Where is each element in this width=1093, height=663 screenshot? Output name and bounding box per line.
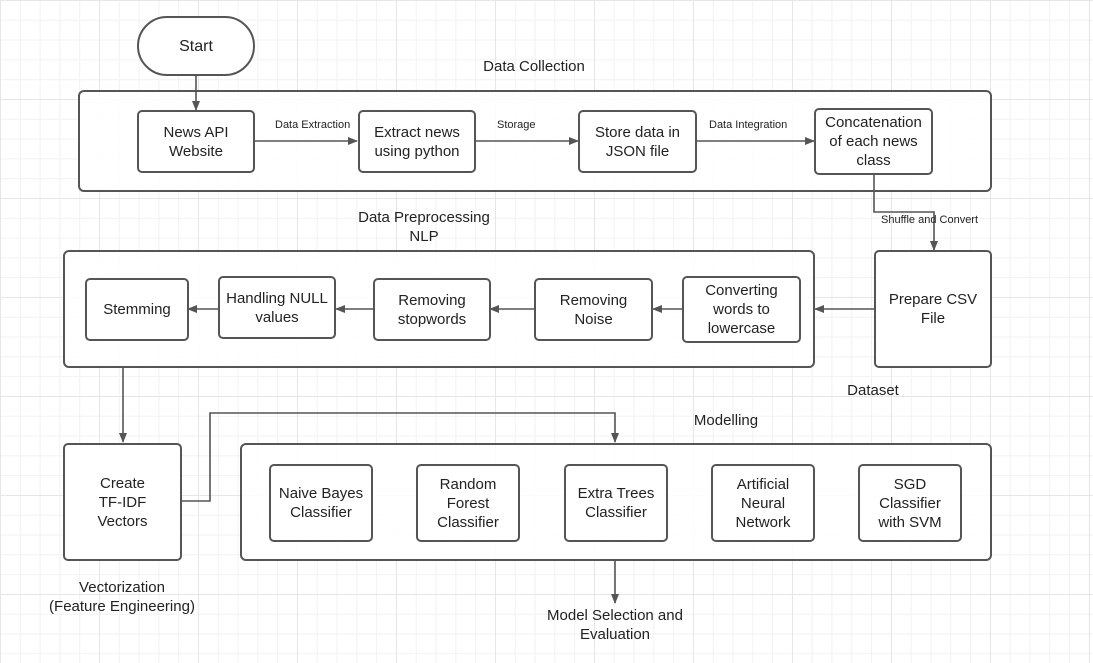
dataset-label: Dataset (847, 382, 899, 399)
extra-trees-node: Extra Trees Classifier (564, 464, 668, 542)
preprocessing-label: Data Preprocessing NLP (358, 209, 490, 245)
prepare-csv-node: Prepare CSV File (874, 250, 992, 368)
sgd-svm-node: SGD Classifier with SVM (858, 464, 962, 542)
store-json-node: Store data in JSON file (578, 110, 697, 173)
tfidf-vectors-node: Create TF-IDF Vectors (63, 443, 182, 561)
data-collection-label: Data Collection (483, 58, 585, 75)
news-api-website-node: News API Website (137, 110, 255, 173)
model-selection-label: Model Selection and Evaluation (547, 607, 683, 643)
data-integration-edge-label: Data Integration (709, 119, 788, 131)
vectorization-label: Vectorization (Feature Engineering) (49, 579, 195, 615)
shuffle-convert-edge-label: Shuffle and Convert (881, 214, 979, 226)
storage-edge-label: Storage (497, 119, 536, 131)
extract-news-node: Extract news using python (358, 110, 476, 173)
handling-null-node: Handling NULL values (218, 276, 336, 339)
data-extraction-edge-label: Data Extraction (275, 119, 351, 131)
removing-stopwords-node: Removing stopwords (373, 278, 491, 341)
stemming-node: Stemming (85, 278, 189, 341)
start-node: Start (137, 16, 255, 76)
removing-noise-node: Removing Noise (534, 278, 653, 341)
ann-node: Artificial Neural Network (711, 464, 815, 542)
random-forest-node: Random Forest Classifier (416, 464, 520, 542)
naive-bayes-node: Naive Bayes Classifier (269, 464, 373, 542)
modelling-label: Modelling (693, 412, 759, 429)
concatenation-node: Concatenation of each news class (814, 108, 933, 175)
lowercase-node: Converting words to lowercase (682, 276, 801, 343)
